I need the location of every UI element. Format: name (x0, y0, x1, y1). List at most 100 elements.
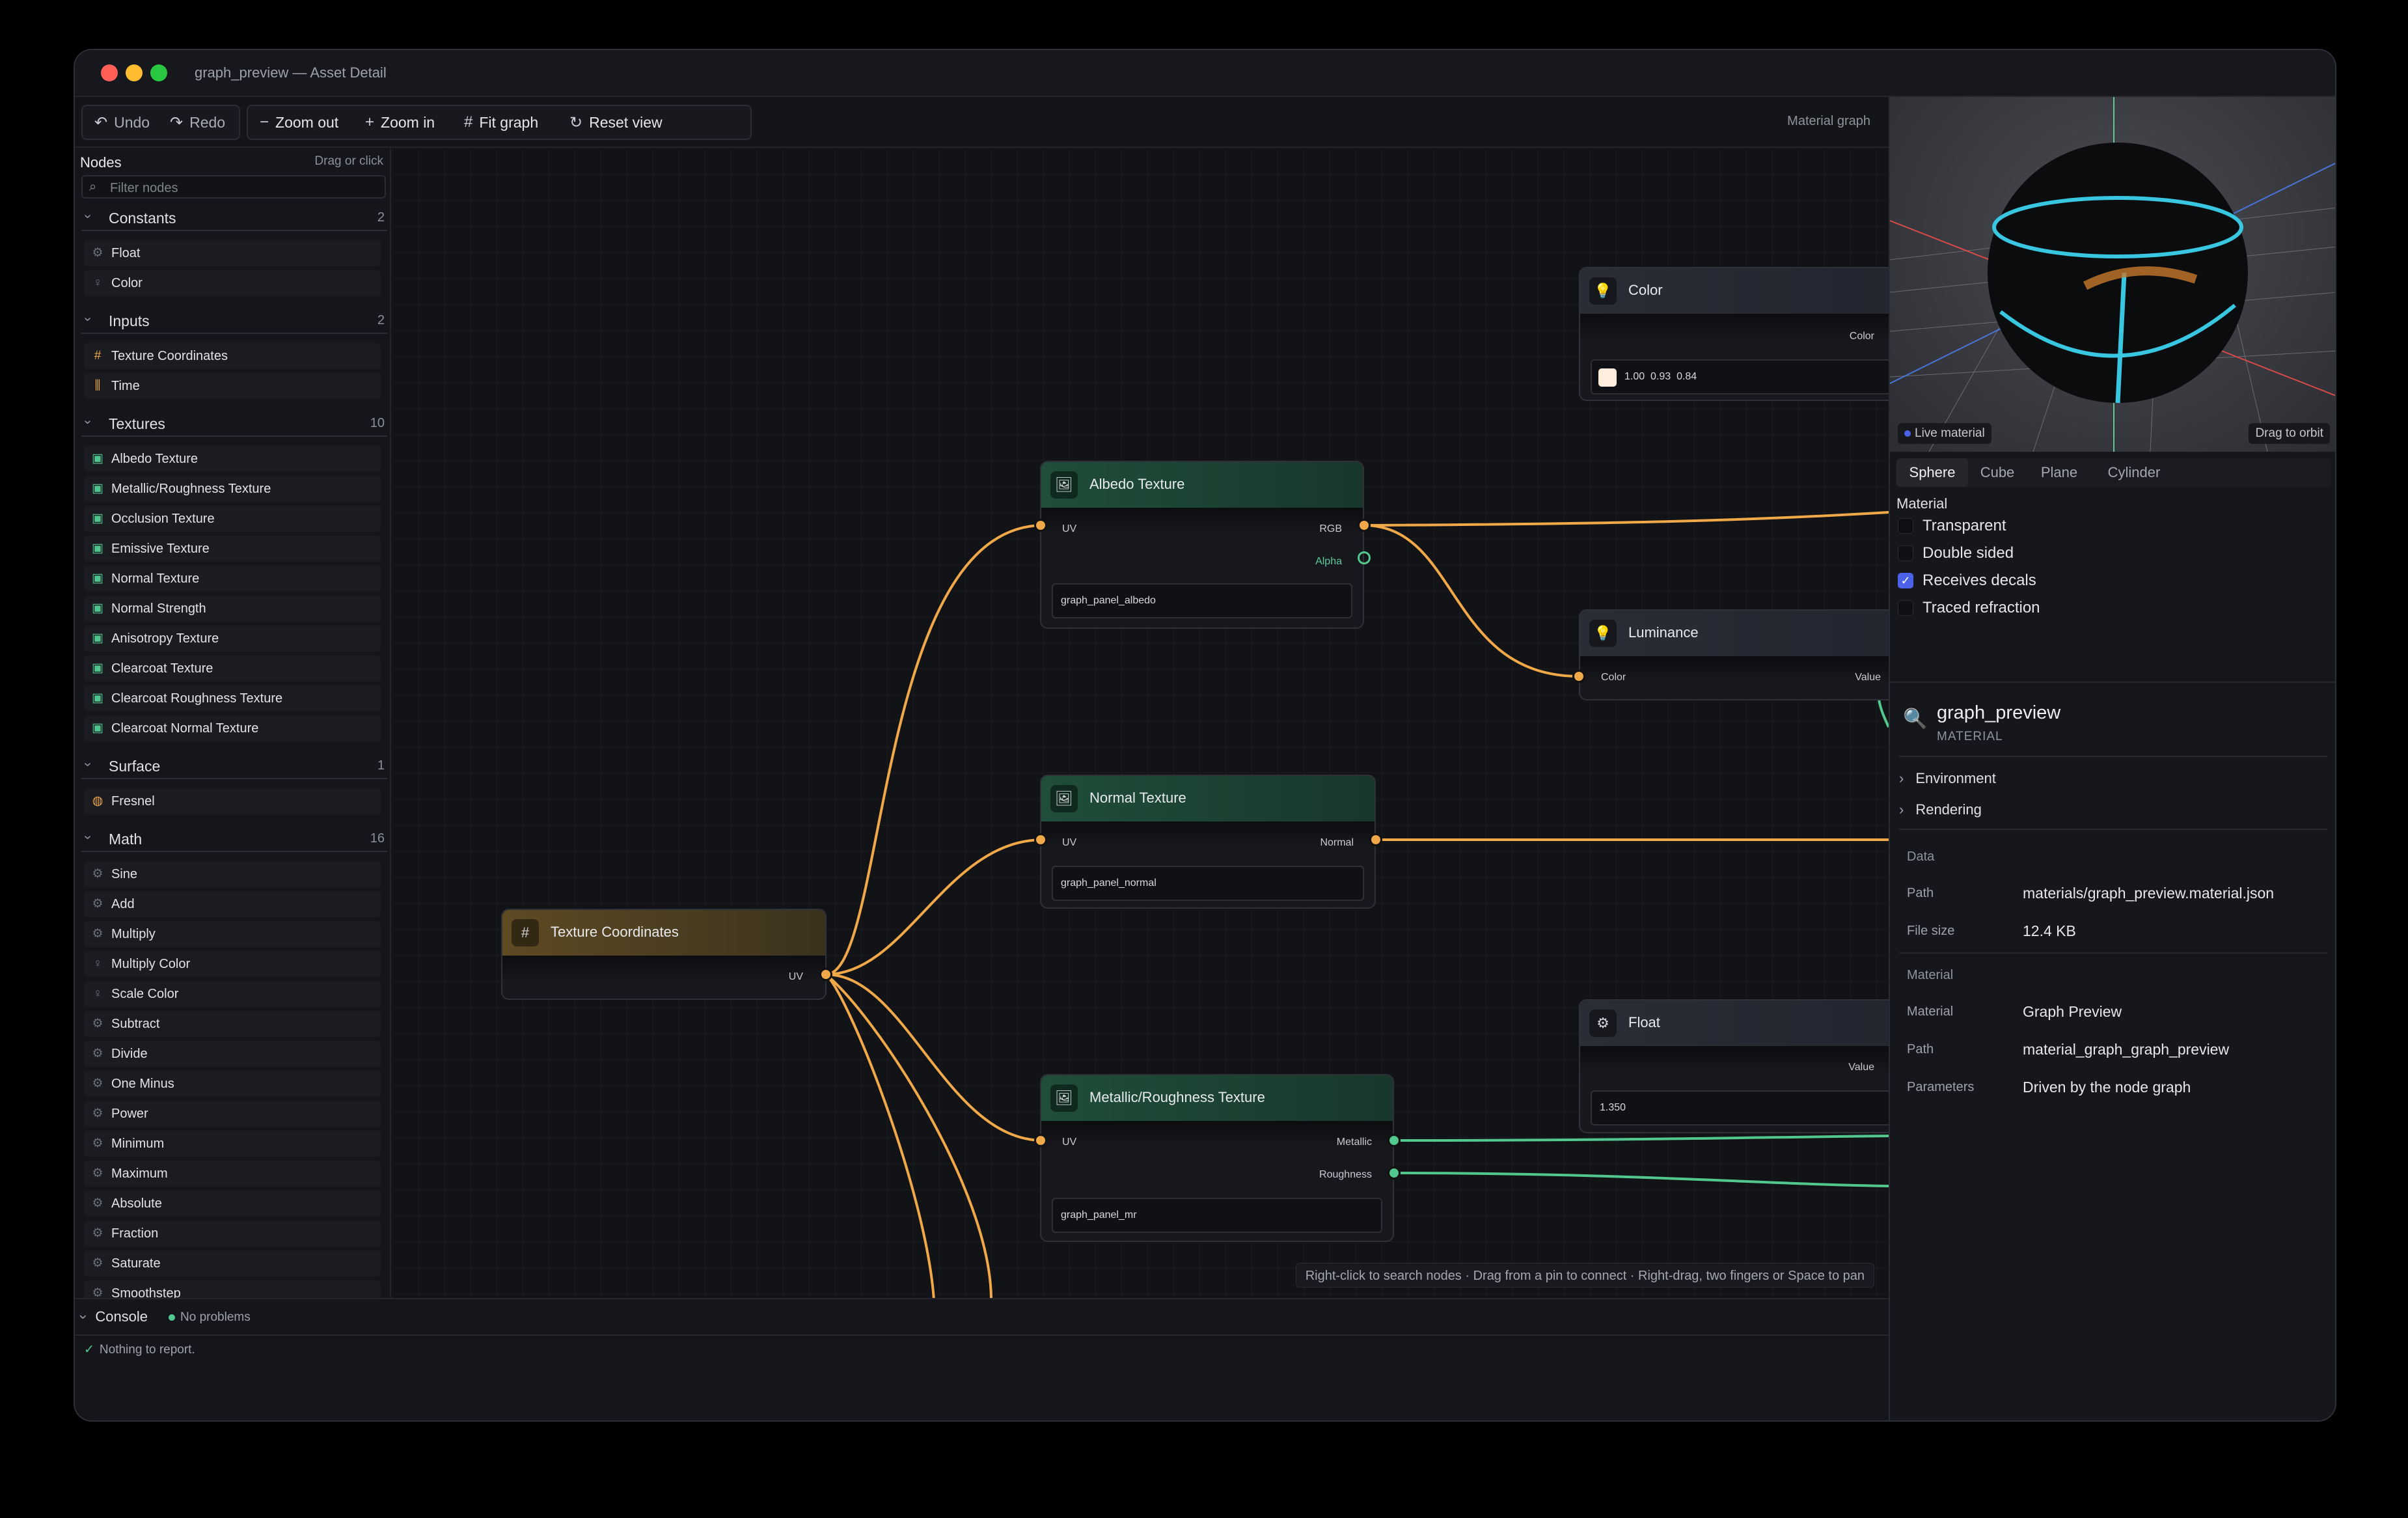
node-library-item[interactable]: ⚙Sine (84, 861, 381, 887)
node-library-item[interactable]: ♀Multiply Color (84, 951, 381, 977)
float-value-field[interactable]: 1.350 (1591, 1090, 1889, 1125)
tab-cube[interactable]: Cube (1980, 464, 2015, 480)
node-library-item[interactable]: ▣Clearcoat Normal Texture (84, 715, 381, 741)
node-library-item[interactable]: ▣Normal Texture (84, 566, 381, 592)
normal-texture-field[interactable]: graph_panel_normal (1052, 866, 1364, 901)
node-library-item[interactable]: ▣Clearcoat Texture (84, 656, 381, 682)
console-toggle[interactable]: ›Console (75, 1308, 148, 1325)
node-library-item[interactable]: ▣Albedo Texture (84, 446, 381, 472)
pin-luminance-color-in[interactable] (1572, 670, 1585, 683)
node-color[interactable]: 💡Color Color 1.00 0.93 0.84 (1579, 267, 1889, 401)
material-section-heading: Material (1907, 968, 1954, 982)
color-value-field[interactable]: 1.00 0.93 0.84 (1591, 359, 1889, 394)
inspector-panel: Live material Drag to orbit Sphere Cube … (1889, 97, 2335, 1420)
image-icon: ▣ (92, 631, 103, 645)
close-window-button[interactable] (101, 64, 118, 81)
undo-icon: ↶ (94, 113, 108, 131)
filter-nodes-input[interactable]: ⌕ Filter nodes (81, 175, 386, 199)
node-library-item[interactable]: ▣Normal Strength (84, 596, 381, 622)
environment-section-toggle[interactable]: ›Environment (1899, 770, 1996, 786)
node-library-item[interactable]: ⚙Maximum (84, 1161, 381, 1187)
rendering-section-toggle[interactable]: ›Rendering (1899, 801, 1982, 818)
pin-metallic-out[interactable] (1388, 1134, 1401, 1147)
pin-albedo-alpha-out[interactable] (1358, 551, 1371, 564)
pin-roughness-out[interactable] (1388, 1166, 1401, 1180)
transparent-checkbox[interactable]: Transparent (1898, 516, 2006, 536)
pin-albedo-rgb-out[interactable] (1358, 519, 1371, 532)
node-library-item[interactable]: ◍Fresnel (84, 788, 381, 814)
view-group: −Zoom out +Zoom in #Fit graph ↻Reset vie… (247, 105, 752, 140)
pin-normal-out[interactable] (1369, 833, 1382, 846)
pin-normal-uv-in[interactable] (1034, 833, 1047, 846)
node-float[interactable]: ⚙Float Value 1.350 (1579, 999, 1889, 1133)
minimize-window-button[interactable] (126, 64, 143, 81)
gear-icon: ⚙ (92, 1107, 103, 1120)
node-library-item[interactable]: ▣Clearcoat Roughness Texture (84, 685, 381, 711)
node-library-item[interactable]: ▣Occlusion Texture (84, 506, 381, 532)
node-normal-texture[interactable]: 🖼Normal Texture UV Normal graph_panel_no… (1040, 775, 1376, 909)
pin-albedo-uv-in[interactable] (1034, 519, 1047, 532)
node-library-item[interactable]: ⚙Multiply (84, 921, 381, 947)
graph-canvas[interactable]: 💡Color Color 1.00 0.93 0.84 🖼Albedo Text… (392, 148, 1889, 1298)
asset-name: graph_preview (1937, 702, 2061, 723)
title-bar: graph_preview — Asset Detail (75, 50, 2335, 97)
node-library-item[interactable]: ⚙Absolute (84, 1191, 381, 1217)
node-library-item[interactable]: ♀Scale Color (84, 981, 381, 1007)
double-sided-checkbox[interactable]: Double sided (1898, 544, 2014, 563)
zoom-out-button[interactable]: −Zoom out (260, 113, 339, 131)
pin-texcoord-uv-out[interactable] (819, 968, 832, 981)
tab-plane[interactable]: Plane (2040, 464, 2078, 480)
bulb-icon: ♀ (92, 276, 103, 290)
albedo-texture-field[interactable]: graph_panel_albedo (1052, 583, 1352, 618)
node-library-item[interactable]: ⚙Divide (84, 1041, 381, 1067)
wire-metallic-out (1393, 1135, 1889, 1142)
chevron-down-icon: › (75, 1314, 92, 1319)
node-albedo-texture[interactable]: 🖼Albedo Texture UV RGB Alpha graph_panel… (1040, 461, 1364, 629)
image-icon: ▣ (92, 601, 103, 615)
node-library-item[interactable]: ♀Color (84, 270, 381, 296)
gear-icon: ⚙ (92, 1166, 103, 1180)
node-library-item[interactable]: ▣Anisotropy Texture (84, 626, 381, 652)
node-library-item[interactable]: ⚙Add (84, 891, 381, 917)
undo-button[interactable]: ↶Undo (94, 113, 150, 131)
pin-metal-uv-in[interactable] (1034, 1134, 1047, 1147)
checkmark-icon: ✓ (1898, 573, 1913, 588)
redo-button[interactable]: ↷Redo (170, 113, 226, 131)
reset-view-button[interactable]: ↻Reset view (569, 113, 663, 131)
data-path-value: materials/graph_preview.material.json (2023, 885, 2275, 902)
zoom-in-button[interactable]: +Zoom in (365, 113, 435, 131)
node-luminance[interactable]: 💡Luminance Color Value (1579, 609, 1889, 700)
node-library-item[interactable]: ▣Emissive Texture (84, 536, 381, 562)
node-library-item[interactable]: ▣Metallic/Roughness Texture (84, 476, 381, 502)
node-library-item[interactable]: ⚙Fraction (84, 1221, 381, 1247)
node-texture-coordinates[interactable]: #Texture Coordinates UV (501, 909, 827, 1000)
fit-graph-button[interactable]: #Fit graph (464, 113, 539, 131)
gear-icon: ⚙ (92, 1226, 103, 1240)
node-library-item[interactable]: ⚙Power (84, 1101, 381, 1127)
color-swatch[interactable] (1598, 368, 1617, 387)
node-library-item[interactable]: ⚙Subtract (84, 1011, 381, 1037)
zoom-window-button[interactable] (150, 64, 167, 81)
node-library-item[interactable]: ⚙Float (84, 240, 381, 266)
image-icon: ▣ (92, 512, 103, 525)
receives-decals-checkbox[interactable]: ✓Receives decals (1898, 571, 2036, 590)
node-library-item[interactable]: ⚙Saturate (84, 1250, 381, 1276)
traced-refraction-checkbox[interactable]: Traced refraction (1898, 598, 2040, 618)
node-library-item[interactable]: ⫼Time (84, 373, 381, 399)
node-metallic-roughness-texture[interactable]: 🖼Metallic/Roughness Texture UV Metallic … (1040, 1074, 1394, 1242)
tab-cylinder[interactable]: Cylinder (2107, 464, 2161, 480)
metallic-roughness-field[interactable]: graph_panel_mr (1052, 1198, 1382, 1233)
tab-sphere[interactable]: Sphere (1896, 458, 1968, 487)
chevron-right-icon: › (1899, 770, 1904, 786)
chevron-down-icon: › (80, 317, 95, 322)
node-library-item[interactable]: #Texture Coordinates (84, 343, 381, 369)
node-library-item[interactable]: ⚙One Minus (84, 1071, 381, 1097)
node-library-item[interactable]: ⚙Minimum (84, 1131, 381, 1157)
material-preview-viewport[interactable]: Live material Drag to orbit (1890, 97, 2335, 452)
node-library-item[interactable]: ⚙Smoothstep (84, 1280, 381, 1298)
